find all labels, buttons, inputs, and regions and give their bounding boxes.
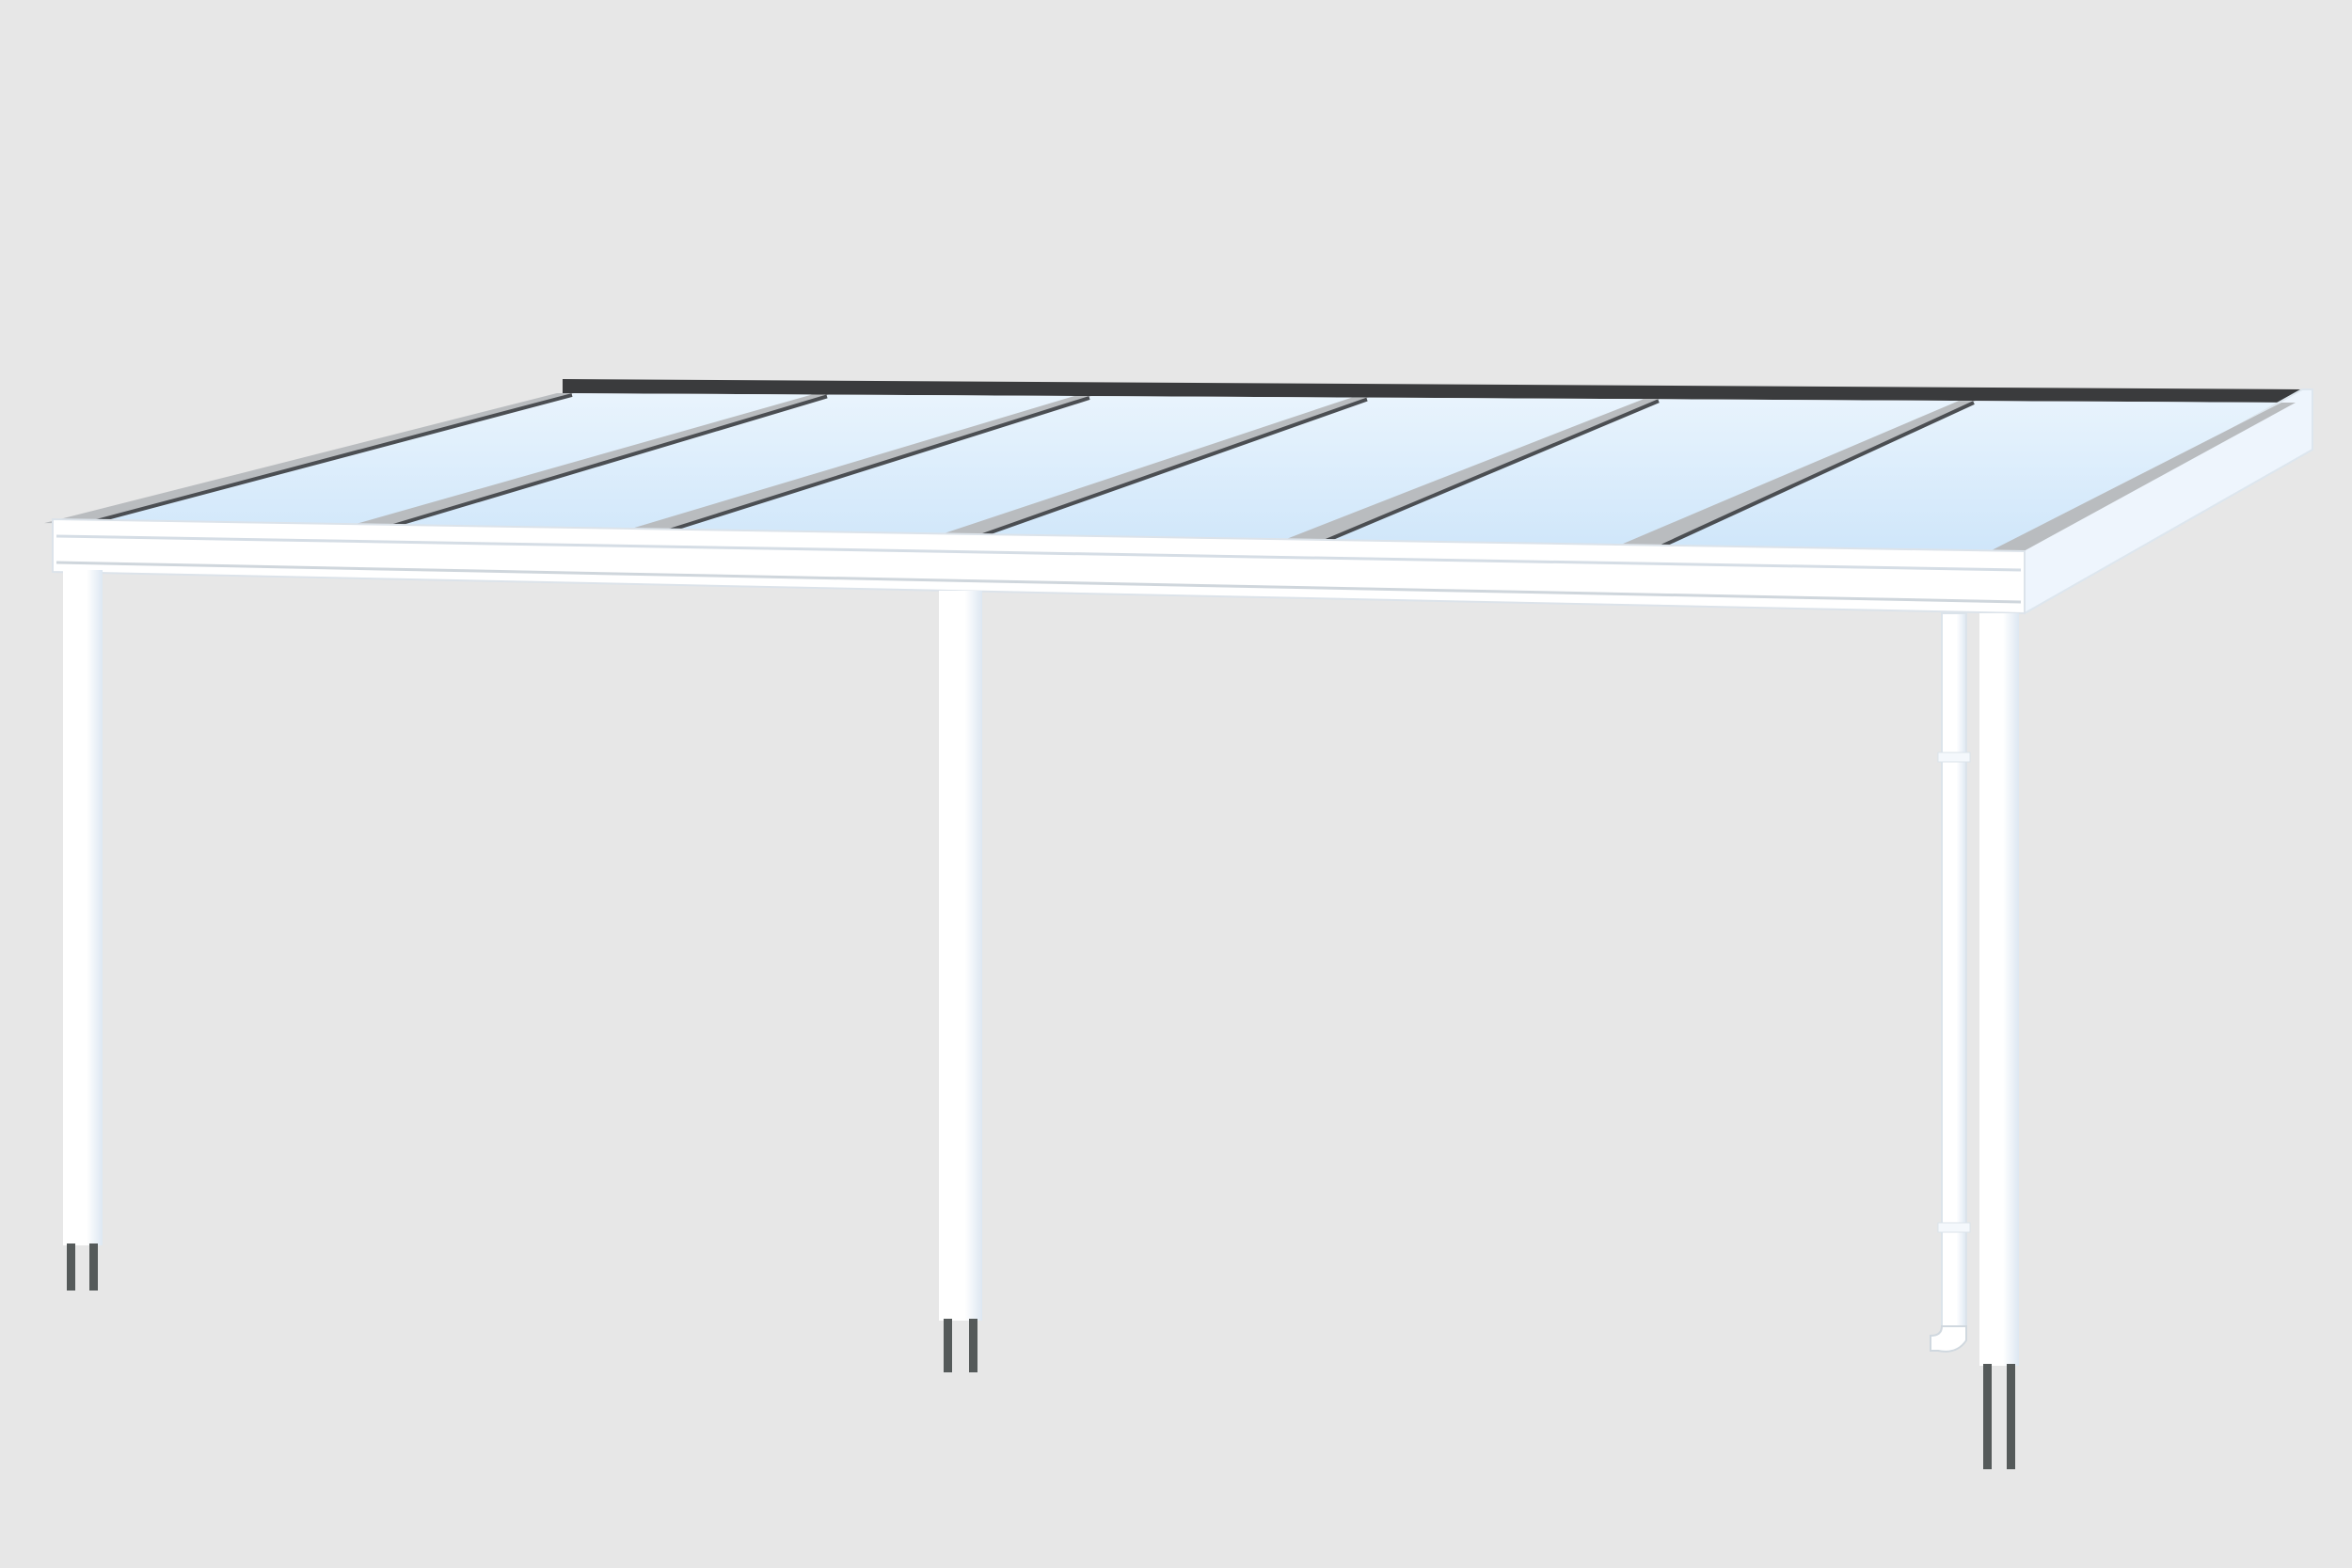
rafter-shadow — [387, 394, 828, 530]
beam-groove — [56, 534, 2022, 572]
rafter — [622, 395, 1091, 532]
downpipe — [1930, 612, 1971, 1353]
post-right — [1979, 613, 2019, 1469]
rafter-shadow — [665, 396, 1090, 533]
rafter-shadow — [1325, 399, 1660, 543]
beam-groove — [56, 561, 2022, 604]
rafter — [343, 394, 829, 528]
rafter — [936, 397, 1369, 536]
rafter-shadow — [979, 397, 1368, 538]
rafter — [1618, 401, 1976, 546]
post-middle — [939, 591, 982, 1372]
rafter-shadow — [87, 393, 573, 526]
rafter — [1281, 399, 1661, 542]
rafters — [44, 393, 1976, 548]
rafter-shadow — [1661, 401, 1975, 548]
post-left — [63, 570, 103, 1291]
side-rafter-cap — [1990, 403, 2296, 557]
rafter — [44, 393, 574, 524]
wall-flashing — [563, 379, 2302, 403]
front-gutter-beam — [52, 517, 2026, 615]
